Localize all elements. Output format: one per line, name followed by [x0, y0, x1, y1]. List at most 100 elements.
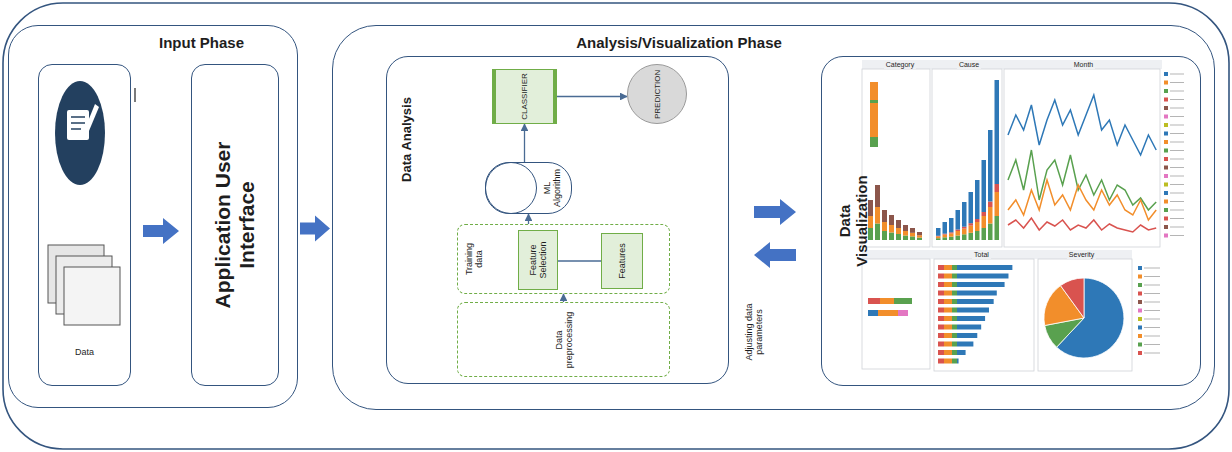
chart-frame [934, 259, 1034, 371]
box-label: Data Analysis [399, 97, 414, 182]
chart-bar [889, 225, 894, 233]
legend-square [1164, 183, 1168, 187]
chart-bar [889, 215, 894, 225]
chart-bar [903, 231, 908, 236]
chart-bar [938, 316, 944, 321]
chart-bar [949, 237, 954, 240]
legend-line [1170, 227, 1184, 228]
chart-frame [1038, 259, 1132, 371]
box-label: ML Algorithm [542, 166, 562, 210]
pen-icon [82, 104, 99, 138]
chart-line [1008, 150, 1156, 210]
dashboard-illustration [862, 60, 1184, 371]
chart-axis-title: Cause [957, 60, 981, 69]
chart-bar [944, 342, 952, 347]
flow-arrow [524, 124, 525, 162]
feature-selection-box: Feature Selection [518, 230, 558, 290]
document-line [71, 128, 81, 130]
box-label: PREDICTION [653, 70, 662, 119]
chart-bar [917, 238, 922, 240]
chart-bar [938, 299, 944, 304]
chart-axis-title: Month [1072, 60, 1095, 69]
chart-bar [944, 350, 952, 355]
chart-bar [898, 310, 908, 316]
features-box: Features [601, 233, 643, 289]
legend-square [1164, 98, 1168, 102]
legend-line [1170, 133, 1184, 134]
legend-line [1170, 82, 1184, 83]
chart-bar [910, 236, 915, 240]
chart-bar [957, 282, 1005, 287]
chart-bar [903, 236, 908, 241]
chart-bar [936, 238, 941, 240]
legend-square [1164, 132, 1168, 136]
chart-bar [882, 222, 887, 231]
chart-bar [944, 325, 952, 330]
chart-bar [975, 231, 980, 240]
legend-line [1144, 302, 1160, 303]
chart-bar [975, 219, 980, 222]
legend-line [1144, 276, 1160, 277]
training-box: Feature SelectionFeaturesTraining data [457, 224, 670, 294]
stray-mark [134, 88, 135, 102]
chart-bar [896, 228, 901, 234]
chart-bar [952, 308, 957, 313]
legend-line [1170, 176, 1184, 177]
edge-label: Adjusting data parameters [743, 282, 763, 381]
legend-square [1164, 174, 1168, 178]
chart-bar [938, 333, 944, 338]
legend-line [1170, 184, 1184, 185]
chart-bar [969, 192, 974, 223]
chart-bar [952, 325, 957, 330]
prediction-circle: PREDICTION [627, 64, 687, 124]
legend-square [1138, 283, 1142, 287]
chart-bar [938, 308, 944, 313]
legend-line [1170, 235, 1184, 236]
phase-heading: Analysis/Visualization Phase [576, 34, 782, 51]
legend-line [1170, 218, 1184, 219]
chart-bar [938, 274, 944, 279]
chart-bar [917, 235, 922, 237]
chart-bar [957, 274, 1008, 279]
chart-bar [875, 224, 880, 241]
legend-line [1170, 125, 1184, 126]
legend-square [1164, 72, 1168, 76]
legend-line [1144, 327, 1160, 328]
chart-bar [952, 265, 957, 270]
legend-line [1170, 210, 1184, 211]
legend-square [1164, 166, 1168, 170]
chart-bar [952, 342, 957, 347]
phase-panel: Data Application User Interface Input Phas… [8, 25, 298, 408]
legend-square [1164, 200, 1168, 204]
legend-square [1164, 115, 1168, 119]
legend-square [1164, 140, 1168, 144]
interface-box: Application User Interface [191, 64, 279, 386]
chart-bar [982, 216, 987, 228]
legend-line [1170, 201, 1184, 202]
phase-heading: Input Phase [159, 34, 244, 51]
chart-axis-title: Total [972, 250, 991, 259]
chart-bar [944, 274, 952, 279]
chart-frame [1004, 69, 1160, 247]
chart-bar [868, 298, 880, 304]
legend-line [1170, 142, 1184, 143]
data-source-box: Data [38, 64, 131, 386]
chart-bar [982, 212, 987, 216]
legend-square [1138, 334, 1142, 338]
chart-bar [882, 210, 887, 222]
chart-bar [969, 223, 974, 225]
chart-bar [949, 218, 954, 232]
chart-bar [938, 359, 944, 364]
legend-square [1138, 317, 1142, 321]
legend-square [1164, 157, 1168, 161]
chart-bar [944, 333, 952, 338]
analysis-box: CLASSIFIER PREDICTION ML AlgorithmFeature … [386, 56, 729, 384]
legend-line [1170, 99, 1184, 100]
chart-bar [957, 299, 994, 304]
legend-line [1144, 344, 1160, 345]
chart-bar [944, 316, 952, 321]
chart-bar [896, 234, 901, 240]
chart-bar [943, 237, 948, 240]
box-label: CLASSIFIER [520, 73, 529, 120]
box-label: Data Visualization [836, 157, 870, 285]
